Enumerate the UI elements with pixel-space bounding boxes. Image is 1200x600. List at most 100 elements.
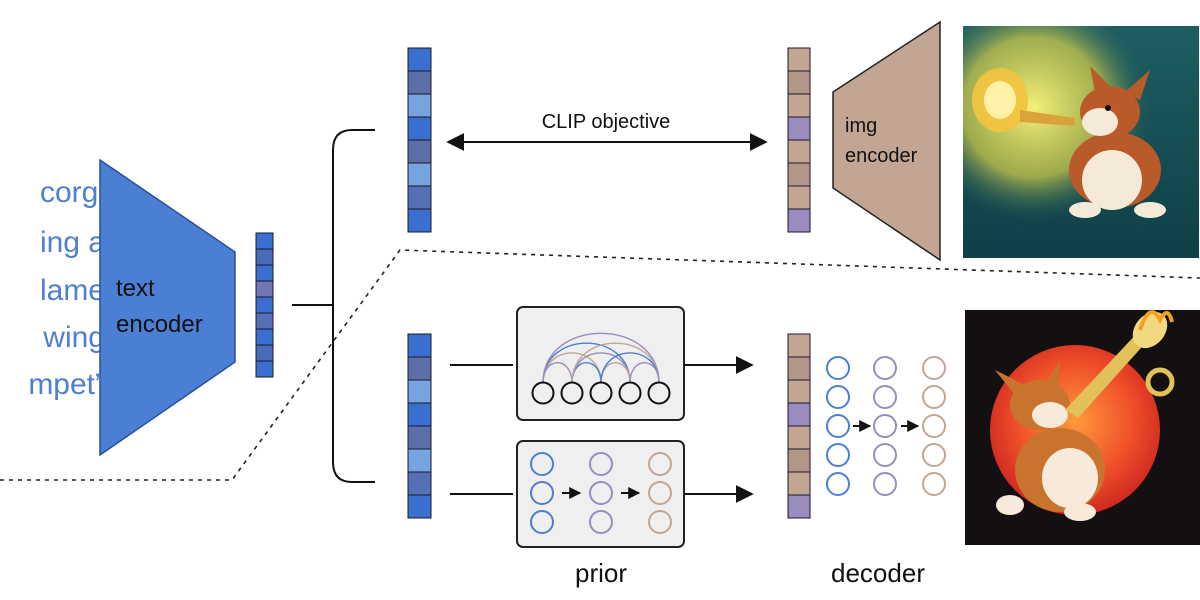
prior-label: prior	[575, 558, 627, 588]
network-node	[922, 443, 946, 467]
embedding-cell	[787, 93, 811, 118]
network-node	[922, 356, 946, 380]
attention-arc	[629, 362, 660, 384]
embedding-cell	[255, 280, 274, 298]
embedding-cell	[407, 494, 432, 519]
network-node	[530, 452, 554, 476]
network-node	[873, 414, 897, 438]
token-node	[618, 381, 642, 405]
embedding-cell	[407, 208, 432, 233]
embedding-cell	[787, 139, 811, 164]
network-node	[826, 414, 850, 438]
network-node	[589, 510, 613, 534]
network-node	[826, 356, 850, 380]
embedding-cell	[407, 471, 432, 496]
prior-autoregressive-arcs	[542, 332, 660, 384]
token-node	[589, 381, 613, 405]
decoder-nodes	[826, 356, 946, 496]
embedding-cell	[407, 139, 432, 164]
embedding-cell	[787, 471, 811, 496]
network-node	[530, 481, 554, 505]
prior-diffusion-box	[516, 440, 685, 548]
text-encoder-label-2: encoder	[116, 311, 203, 338]
embedding-cell	[407, 162, 432, 187]
embedding-cell	[407, 333, 432, 358]
embedding-cell	[255, 344, 274, 362]
network-node	[922, 472, 946, 496]
prompt-line-4: wing	[43, 321, 105, 354]
network-node	[589, 452, 613, 476]
embedding-cell	[407, 185, 432, 210]
network-node	[826, 385, 850, 409]
network-node	[530, 510, 554, 534]
network-node	[873, 356, 897, 380]
network-node	[826, 472, 850, 496]
network-node	[589, 481, 613, 505]
embedding-cell	[787, 333, 811, 358]
token-node	[531, 381, 555, 405]
image-embedding-top	[787, 47, 811, 233]
network-node	[826, 443, 850, 467]
embedding-cell	[787, 47, 811, 72]
embedding-cell	[255, 328, 274, 346]
network-node	[873, 472, 897, 496]
embedding-cell	[787, 425, 811, 450]
embedding-cell	[255, 264, 274, 282]
embedding-cell	[407, 425, 432, 450]
embedding-cell	[255, 296, 274, 314]
text-encoder-label-1: text	[116, 275, 155, 302]
bottom-corgi-image	[965, 310, 1200, 545]
embedding-cell	[407, 47, 432, 72]
attention-arc	[542, 332, 660, 384]
embedding-cell	[787, 356, 811, 381]
embedding-cell	[407, 116, 432, 141]
text-embedding-small	[255, 232, 274, 378]
network-node	[873, 385, 897, 409]
prior-diffusion-nodes	[530, 452, 672, 534]
embedding-cell	[787, 448, 811, 473]
token-node	[647, 381, 671, 405]
embedding-cell	[787, 494, 811, 519]
image-embedding-bottom	[787, 333, 811, 519]
embedding-cell	[407, 356, 432, 381]
embedding-cell	[787, 162, 811, 187]
embedding-cell	[407, 93, 432, 118]
embedding-cell	[787, 402, 811, 427]
token-node	[560, 381, 584, 405]
network-node	[922, 414, 946, 438]
prior-autoregressive-box	[516, 306, 685, 421]
decoder-label: decoder	[831, 558, 925, 588]
text-embedding-bottom	[407, 333, 432, 519]
embedding-cell	[407, 70, 432, 95]
embedding-cell	[407, 402, 432, 427]
embedding-cell	[787, 70, 811, 95]
text-embedding-top	[407, 47, 432, 233]
network-node	[922, 385, 946, 409]
clip-objective-label: CLIP objective	[542, 111, 671, 133]
img-encoder-label-2: encoder	[845, 145, 918, 167]
embedding-cell	[255, 312, 274, 330]
bracket-connector	[292, 129, 375, 483]
embedding-cell	[255, 232, 274, 250]
img-encoder-label-1: img	[845, 115, 877, 137]
embedding-cell	[787, 379, 811, 404]
prompt-line-2: ing a	[39, 226, 105, 259]
network-node	[648, 510, 672, 534]
prompt-line-5: mpet”	[28, 368, 105, 401]
embedding-cell	[255, 360, 274, 378]
embedding-cell	[787, 185, 811, 210]
prior-autoregressive-nodes	[531, 381, 671, 405]
prompt-line-3: lame	[39, 274, 105, 307]
text-encoder-block	[99, 158, 236, 457]
embedding-cell	[787, 208, 811, 233]
embedding-cell	[407, 448, 432, 473]
prompt-line-1: corgi	[39, 176, 105, 209]
embedding-cell	[407, 379, 432, 404]
img-encoder-block	[832, 20, 941, 262]
embedding-cell	[255, 248, 274, 266]
top-corgi-image	[963, 26, 1199, 258]
network-node	[648, 481, 672, 505]
embedding-cell	[787, 116, 811, 141]
network-node	[648, 452, 672, 476]
